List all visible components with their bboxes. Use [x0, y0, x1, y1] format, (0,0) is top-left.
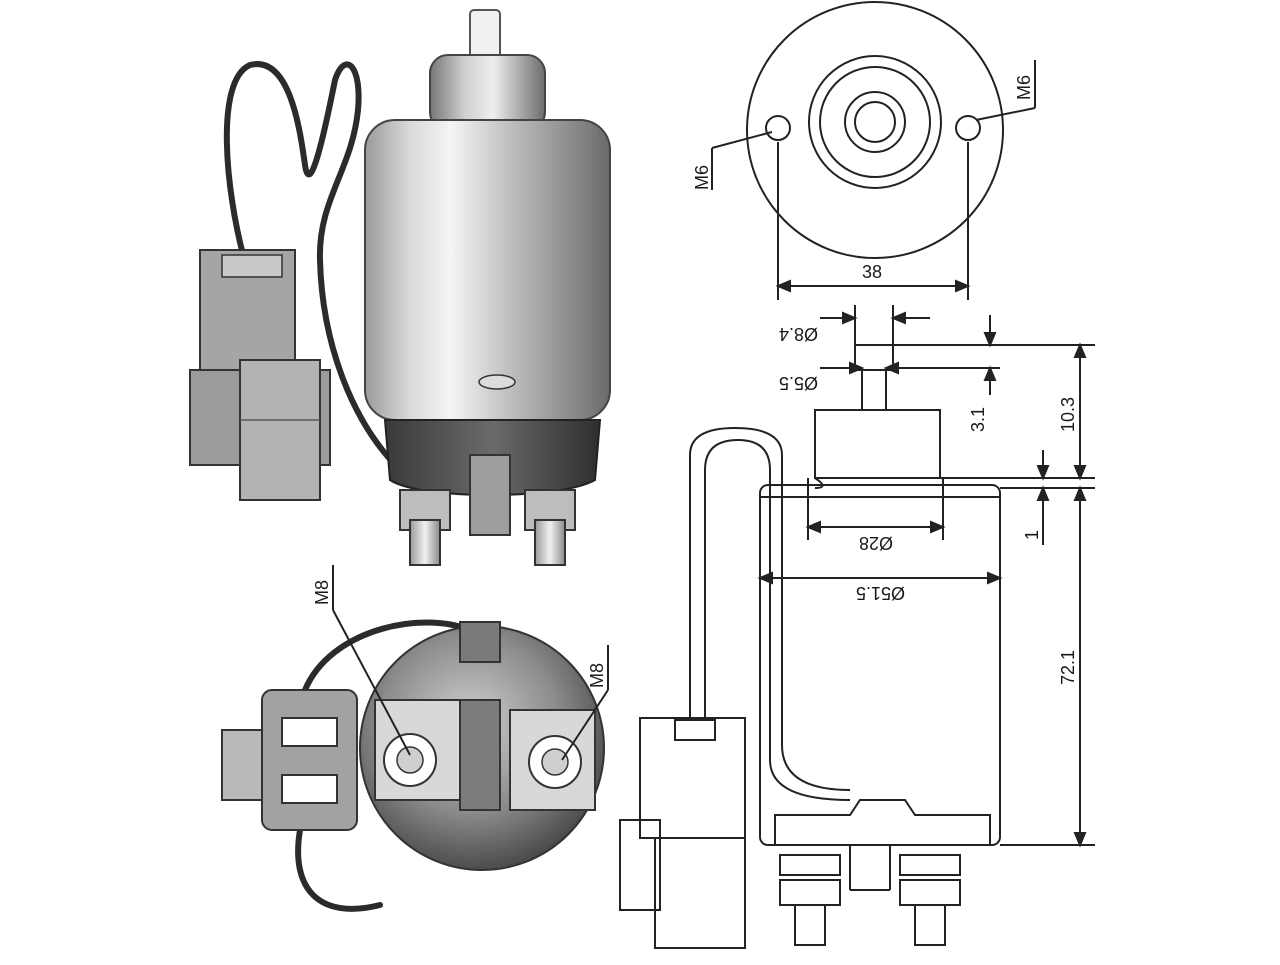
end-view-drawing [711, 1, 1036, 300]
terminal-studs [399, 454, 576, 566]
label-h-3-1: 3.1 [968, 407, 988, 432]
connector-plug [189, 249, 331, 501]
label-h-1: 1 [1022, 530, 1042, 540]
label-h-10-3: 10.3 [1058, 397, 1078, 432]
label-m8-right: M8 [587, 663, 607, 688]
wire-loop [223, 61, 403, 473]
solenoid-side-photo [189, 9, 611, 566]
wire-end-loop [295, 619, 473, 912]
label-width-38: 38 [862, 262, 882, 282]
solenoid-end-photo [221, 565, 609, 912]
solenoid-body [364, 119, 611, 421]
label-m6-left: M6 [692, 165, 712, 190]
label-m6-right: M6 [1014, 75, 1034, 100]
label-d-5-5: Ø5.5 [779, 373, 818, 393]
label-d-51-5: Ø51.5 [856, 583, 905, 603]
end-connector-plug [221, 689, 358, 831]
plunger-tip [469, 9, 501, 61]
label-h-72-1: 72.1 [1058, 650, 1078, 685]
label-d-28: Ø28 [859, 533, 893, 553]
label-d-8-4: Ø8.4 [779, 324, 818, 344]
top-cap [429, 54, 546, 131]
side-dimension-drawing [619, 305, 1095, 949]
label-m8-left: M8 [312, 580, 332, 605]
